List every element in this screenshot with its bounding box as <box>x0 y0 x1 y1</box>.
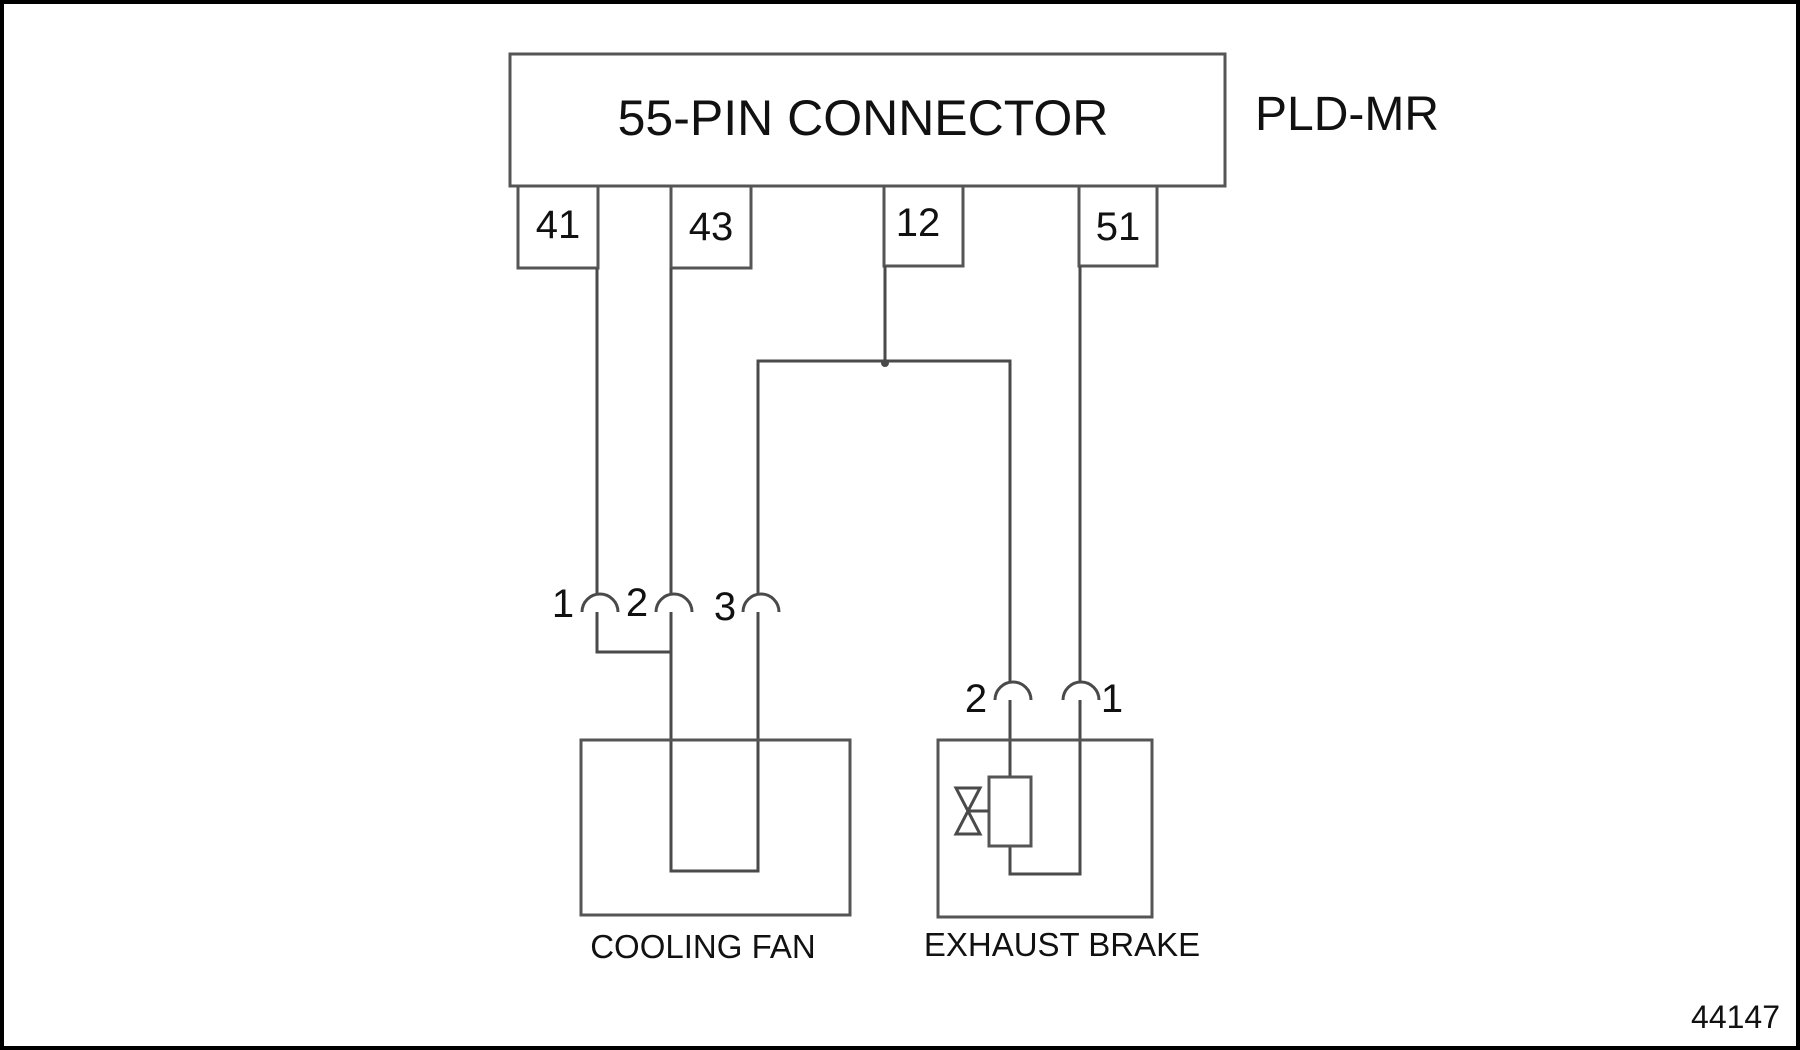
fan-terminal-3-arc <box>741 592 781 613</box>
figure-number: 44147 <box>1691 999 1780 1035</box>
pin-51-box <box>1077 184 1159 268</box>
pin-51: 51 <box>1077 184 1159 268</box>
cooling-fan: COOLING FAN <box>579 738 852 965</box>
pin-43-box <box>669 184 753 270</box>
cooling-fan-box <box>579 738 852 917</box>
pin-12-label: 12 <box>896 201 941 245</box>
fan-terminal-1-label: 1 <box>552 582 574 626</box>
brake-terminal-1-label: 1 <box>1101 677 1123 721</box>
pin-41-label: 41 <box>536 203 581 247</box>
wires <box>595 266 1082 876</box>
cooling-fan-label: COOLING FAN <box>590 928 816 965</box>
pin-51-label: 51 <box>1096 205 1141 249</box>
pin-43: 43 <box>669 184 753 270</box>
pin-41: 41 <box>516 184 600 270</box>
connector-box <box>508 52 1227 188</box>
brake-terminal-1-arc <box>1061 680 1101 701</box>
connector-label: 55-PIN CONNECTOR <box>618 90 1109 146</box>
wire-junction-split <box>756 359 1012 682</box>
pin-connector: 55-PIN CONNECTOR <box>508 52 1227 188</box>
valve-icon <box>953 786 983 836</box>
cooling-fan-terminals: 1 2 3 <box>552 581 781 629</box>
exhaust-brake-terminals: 2 1 <box>965 677 1123 721</box>
fan-terminal-2-arc <box>654 592 694 613</box>
exhaust-brake: EXHAUST BRAKE <box>924 738 1200 963</box>
wire-brake-1-internal <box>1008 700 1082 876</box>
pin-12: 12 <box>882 184 965 268</box>
exhaust-brake-box <box>936 738 1154 919</box>
fan-terminal-3-label: 3 <box>714 585 736 629</box>
exhaust-brake-label: EXHAUST BRAKE <box>924 926 1200 963</box>
module-label: PLD-MR <box>1255 88 1439 141</box>
pin-43-label: 43 <box>689 205 734 249</box>
fan-terminal-2-label: 2 <box>626 581 648 625</box>
brake-terminal-2-label: 2 <box>965 677 987 721</box>
pin-41-box <box>516 184 600 270</box>
pin-12-box <box>882 184 965 268</box>
fan-terminal-1-arc <box>580 592 620 613</box>
solenoid-coil-icon <box>987 775 1033 848</box>
brake-terminal-2-arc <box>993 680 1033 701</box>
